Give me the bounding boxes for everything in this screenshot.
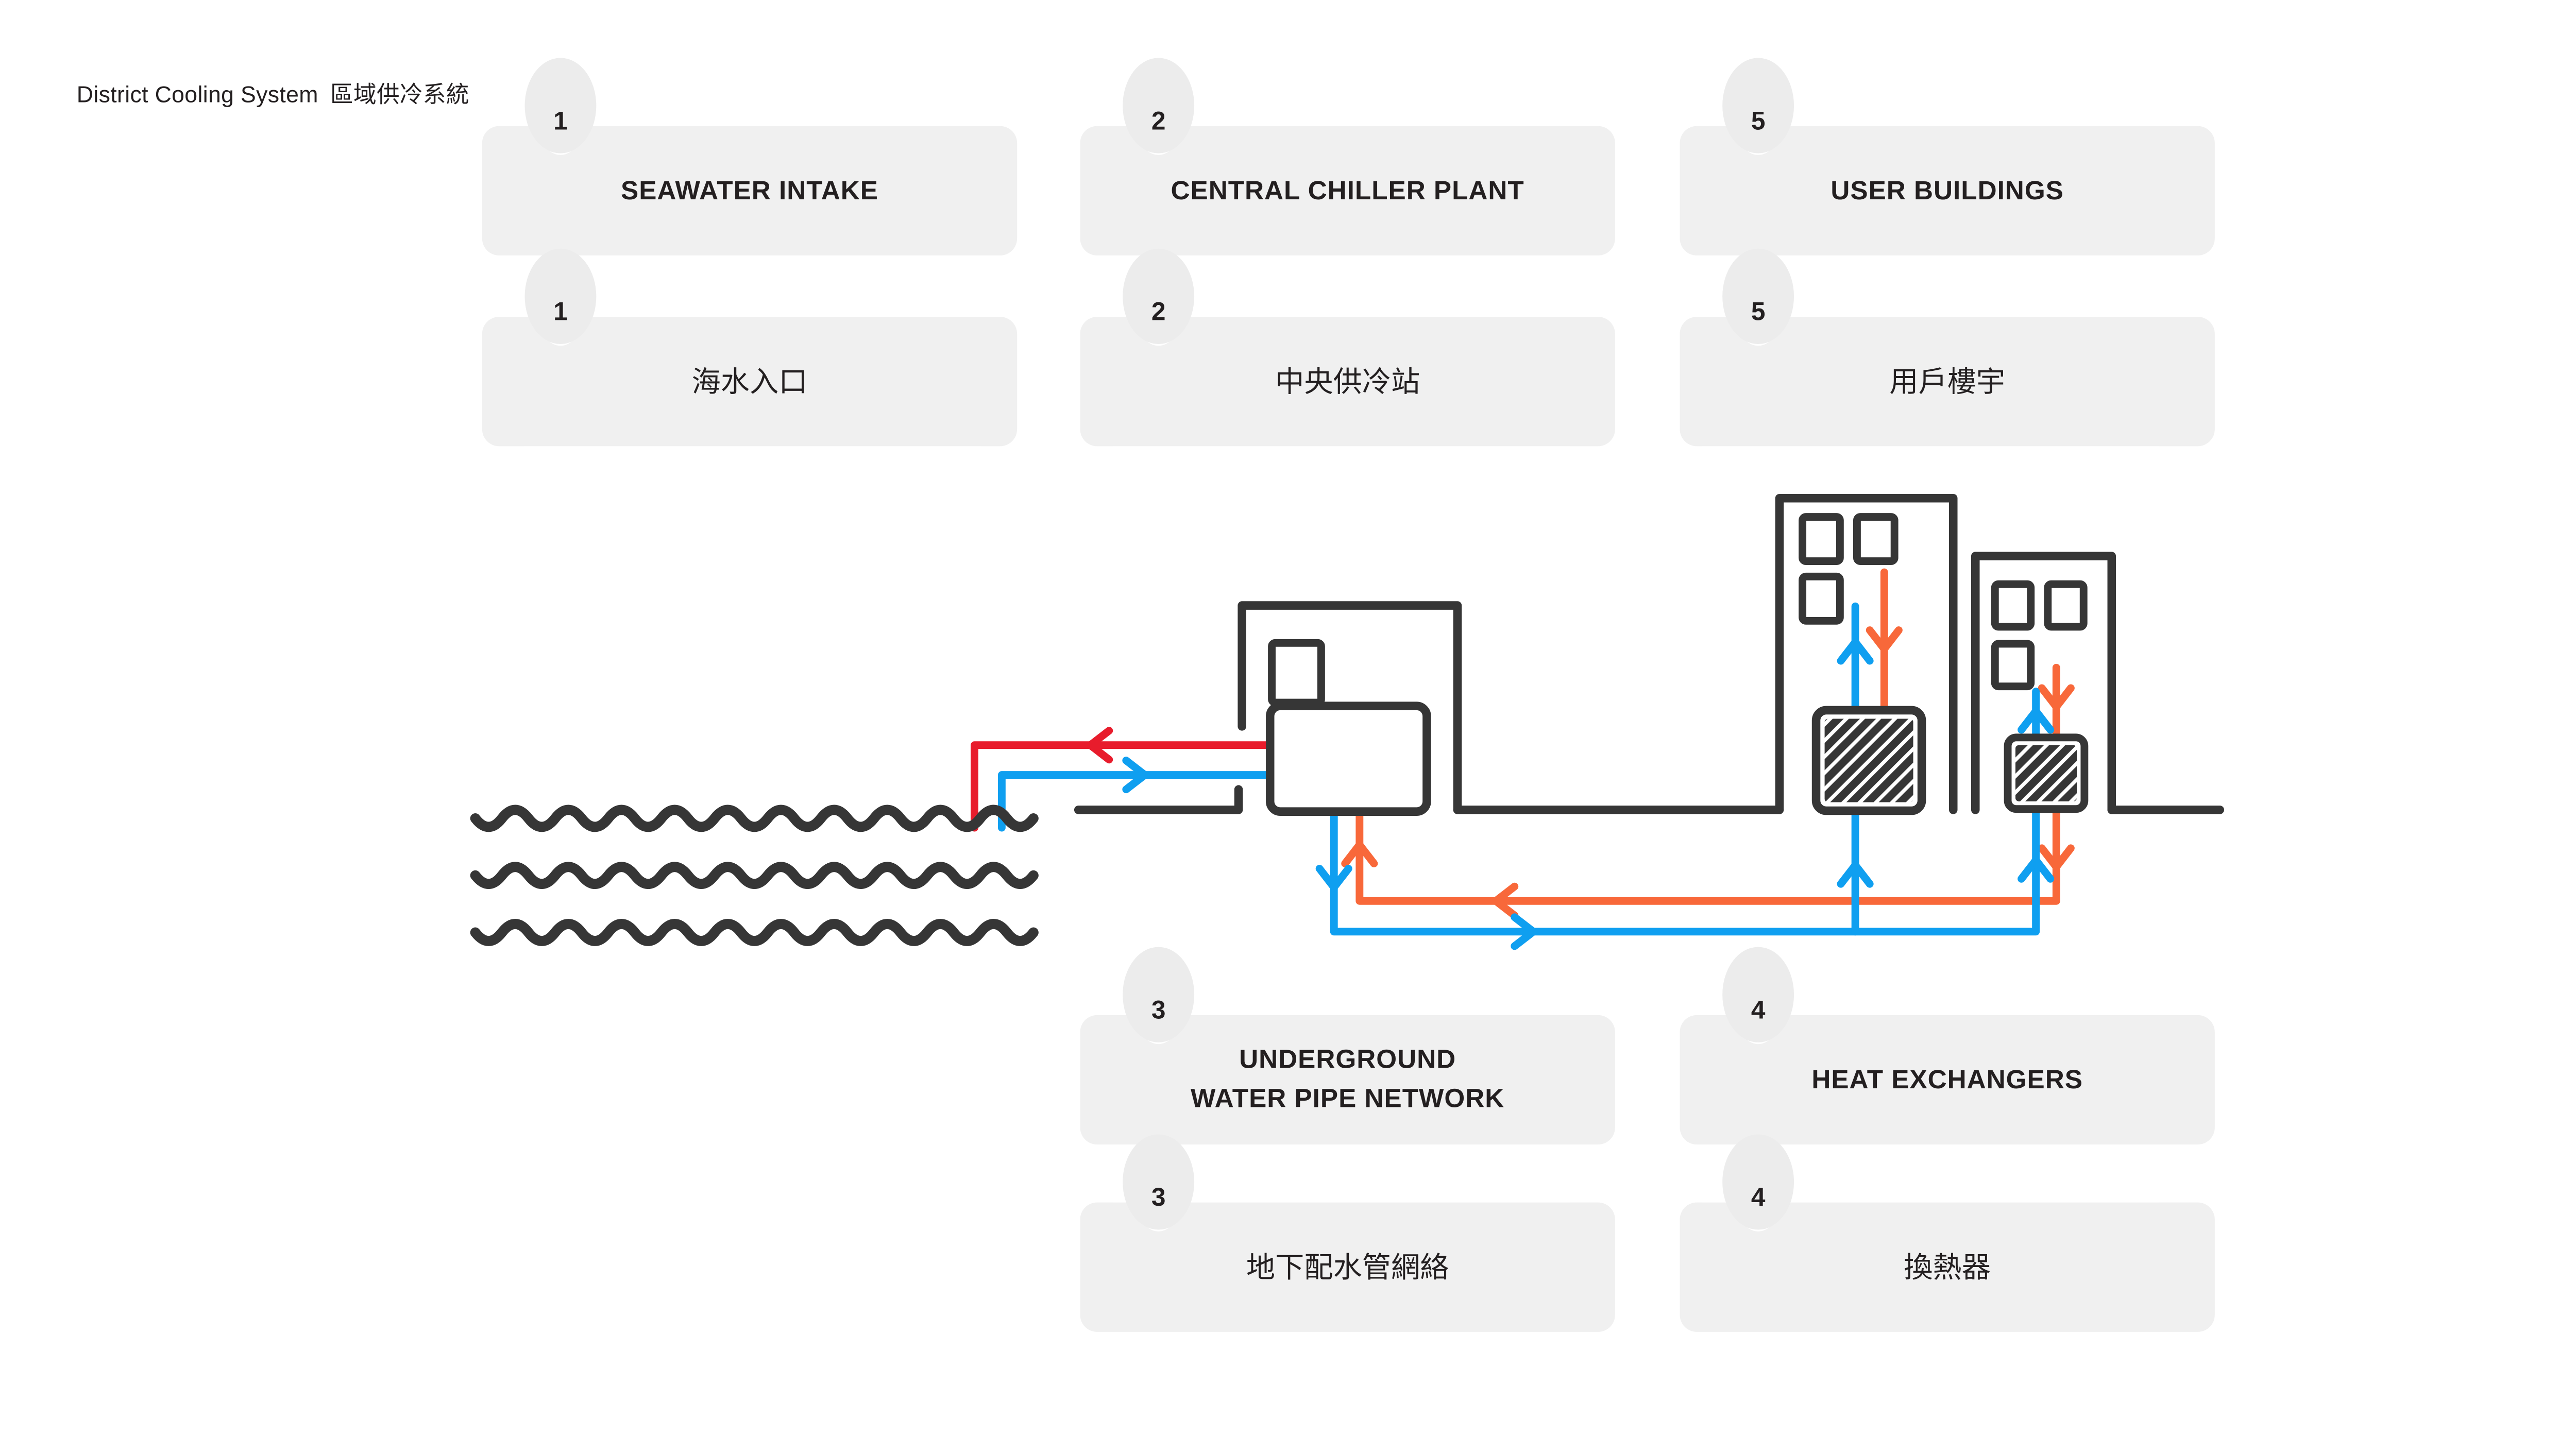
window-icon (1799, 513, 1844, 566)
card-label-line: SEAWATER INTAKE (621, 176, 878, 206)
page-title-zh: 區域供冷系統 (330, 81, 469, 108)
card-label-line: WATER PIPE NETWORK (1191, 1085, 1505, 1114)
card-heat-exchangers-en: 4 HEAT EXCHANGERS (1680, 947, 2215, 1145)
window-icon (1991, 580, 2035, 631)
step-badge: 3 (1123, 947, 1195, 1045)
step-number: 4 (1751, 996, 1766, 1025)
card-label-line: 用戶樓宇 (1889, 365, 2006, 398)
step-badge: 4 (1722, 947, 1794, 1045)
step-badge: 2 (1123, 248, 1195, 346)
step-number: 1 (553, 107, 568, 136)
step-number: 4 (1751, 1184, 1766, 1213)
user-building-tall (1775, 493, 1958, 814)
card-label-line: CENTRAL CHILLER PLANT (1171, 176, 1524, 206)
flow-arrow-left (1086, 727, 1113, 764)
card-label-line: 地下配水管網絡 (1246, 1251, 1449, 1284)
card-label-line: 海水入口 (691, 365, 808, 398)
card-label-line: USER BUILDINGS (1831, 176, 2064, 206)
chiller-plant-building (1238, 601, 1462, 814)
step-badge: 3 (1123, 1134, 1195, 1231)
step-number: 2 (1151, 107, 1166, 136)
window-icon (2044, 580, 2088, 631)
step-number: 3 (1151, 1184, 1166, 1213)
sea-waves-icon (470, 805, 1039, 946)
warm-return-pipe-network (1341, 568, 2075, 919)
step-badge: 5 (1722, 58, 1794, 155)
flow-arrow-up (1837, 861, 1874, 888)
flow-arrow-left (1492, 882, 1519, 919)
card-seawater-intake-en: 1 SEAWATER INTAKE (482, 58, 1018, 256)
flow-arrow-up (2018, 707, 2055, 734)
flow-arrow-right (1122, 757, 1149, 794)
step-number: 5 (1751, 107, 1766, 136)
flow-arrow-down (2038, 684, 2075, 711)
window-icon (1991, 640, 2035, 691)
card-label-line: 換熱器 (1904, 1251, 1991, 1284)
seawater-intake-pipe (997, 757, 1274, 832)
step-badge: 4 (1722, 1134, 1794, 1231)
step-badge: 1 (524, 58, 597, 155)
flow-arrow-up (1341, 841, 1378, 867)
flow-arrow-right (1511, 913, 1537, 950)
card-label-line: UNDERGROUND (1239, 1046, 1456, 1075)
heat-exchanger-1 (1811, 706, 1926, 815)
card-label-line: 中央供冷站 (1275, 365, 1420, 398)
ground-line (1074, 785, 2225, 814)
page-title: District Cooling System 區域供冷系統 (77, 75, 469, 109)
card-central-chiller-plant-zh: 2 中央供冷站 (1080, 248, 1615, 447)
page-title-en: District Cooling System (76, 81, 318, 108)
step-number: 2 (1151, 298, 1166, 327)
card-seawater-intake-zh: 1 海水入口 (482, 248, 1018, 447)
step-number: 3 (1151, 996, 1166, 1025)
flow-arrow-down (2038, 844, 2075, 871)
flow-arrow-down (1866, 626, 1903, 653)
seawater-return-pipe (971, 727, 1274, 832)
step-badge: 2 (1123, 58, 1195, 155)
flow-arrow-up (2018, 856, 2055, 883)
chiller-unit (1265, 702, 1431, 816)
window-icon (1853, 513, 1899, 566)
card-user-buildings-zh: 5 用戶樓宇 (1680, 248, 2215, 447)
step-badge: 1 (524, 248, 597, 346)
window-icon (1799, 572, 1844, 625)
heat-exchanger-2 (2004, 733, 2089, 813)
card-central-chiller-plant-en: 2 CENTRAL CHILLER PLANT (1080, 58, 1615, 256)
step-number: 1 (553, 298, 568, 327)
plant-window-icon (1268, 639, 1325, 707)
flow-arrow-down (1315, 865, 1352, 892)
step-number: 5 (1751, 298, 1766, 327)
card-user-buildings-en: 5 USER BUILDINGS (1680, 58, 2215, 256)
flow-arrow-up (1837, 638, 1874, 665)
card-underground-network-en: 3 UNDERGROUND WATER PIPE NETWORK (1080, 947, 1615, 1145)
card-heat-exchangers-zh: 4 換熱器 (1680, 1134, 2215, 1332)
card-label-line: HEAT EXCHANGERS (1811, 1065, 2083, 1094)
chilled-supply-pipe-network (1315, 602, 2055, 950)
step-badge: 5 (1722, 248, 1794, 346)
user-building-short (1971, 552, 2116, 814)
card-underground-network-zh: 3 地下配水管網絡 (1080, 1134, 1615, 1332)
